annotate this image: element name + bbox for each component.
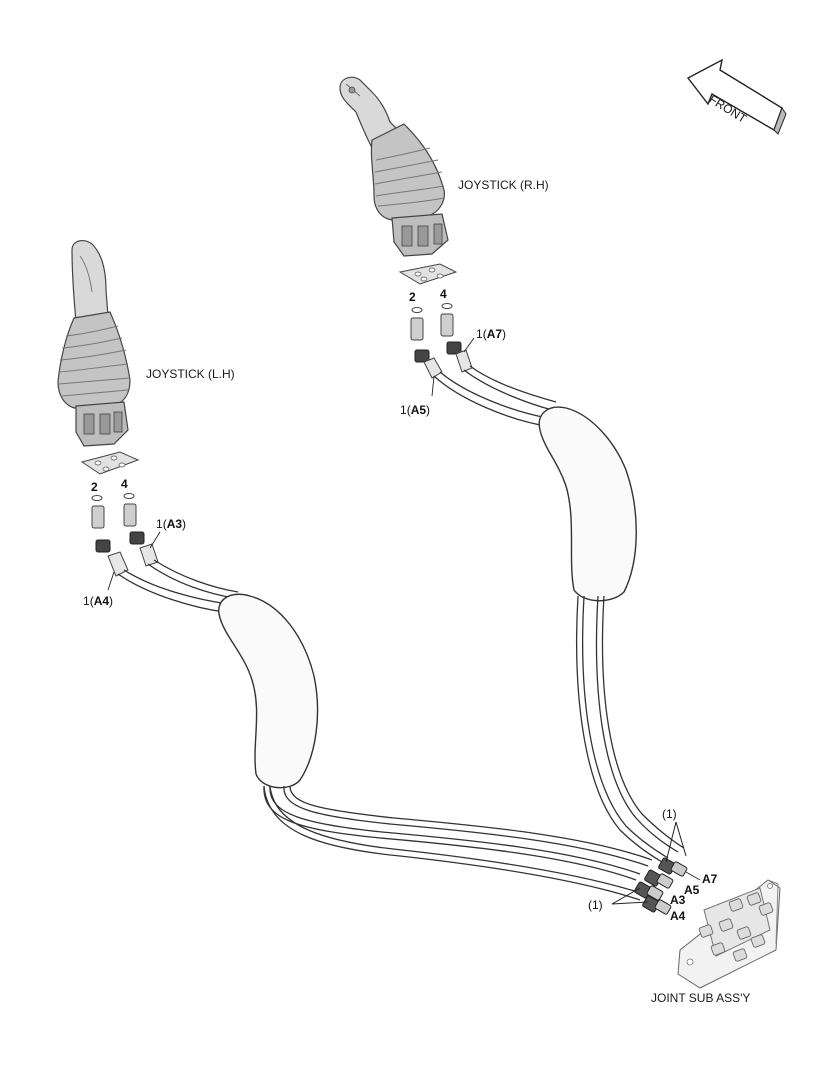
joystick-rh-label: JOYSTICK (R.H) xyxy=(458,178,549,192)
sleeve-rh xyxy=(538,406,637,602)
sleeve-lh xyxy=(218,593,319,789)
part-number-lh-2: 2 xyxy=(91,480,98,494)
callout-number: 1 xyxy=(476,327,483,341)
joint-sub-assy-label: JOINT SUB ASS'Y xyxy=(651,991,751,1005)
port-a7-label: A7 xyxy=(702,872,718,886)
callout-number: 1 xyxy=(400,403,407,417)
hoses-rh-long xyxy=(576,595,685,863)
callout-port: A7 xyxy=(486,327,503,341)
callout-joint-lower: (1) xyxy=(588,898,603,912)
callout-number: 1 xyxy=(156,517,163,531)
hoses-lh-long xyxy=(263,785,653,901)
joint-sub-assy-drawing xyxy=(611,821,781,989)
joystick-rh-drawing xyxy=(339,76,473,379)
part-number-lh-4: 4 xyxy=(121,477,128,491)
callout-port: A5 xyxy=(410,403,427,417)
port-a3-label: A3 xyxy=(670,893,686,907)
callout-rh-a5: 1(A5) xyxy=(400,403,431,417)
callout-lh-a4: 1(A4) xyxy=(83,594,114,608)
callout-port: A3 xyxy=(166,517,183,531)
callout-rh-a7: 1(A7) xyxy=(476,327,507,341)
front-arrow xyxy=(686,58,787,135)
callout-lh-a3: 1(A3) xyxy=(156,517,187,531)
hoses-rh xyxy=(433,365,557,427)
joystick-lh-label: JOYSTICK (L.H) xyxy=(146,367,235,381)
part-number-rh-4: 4 xyxy=(440,287,447,301)
hoses-lh xyxy=(117,559,239,613)
callout-number: 1 xyxy=(83,594,90,608)
part-number-rh-2: 2 xyxy=(409,290,416,304)
callout-joint-upper: (1) xyxy=(662,807,677,821)
callout-leaders xyxy=(107,337,475,591)
callout-port: A4 xyxy=(93,594,110,608)
joystick-lh-drawing xyxy=(57,240,159,577)
port-a5-label: A5 xyxy=(684,883,700,897)
port-a4-label: A4 xyxy=(670,909,686,923)
